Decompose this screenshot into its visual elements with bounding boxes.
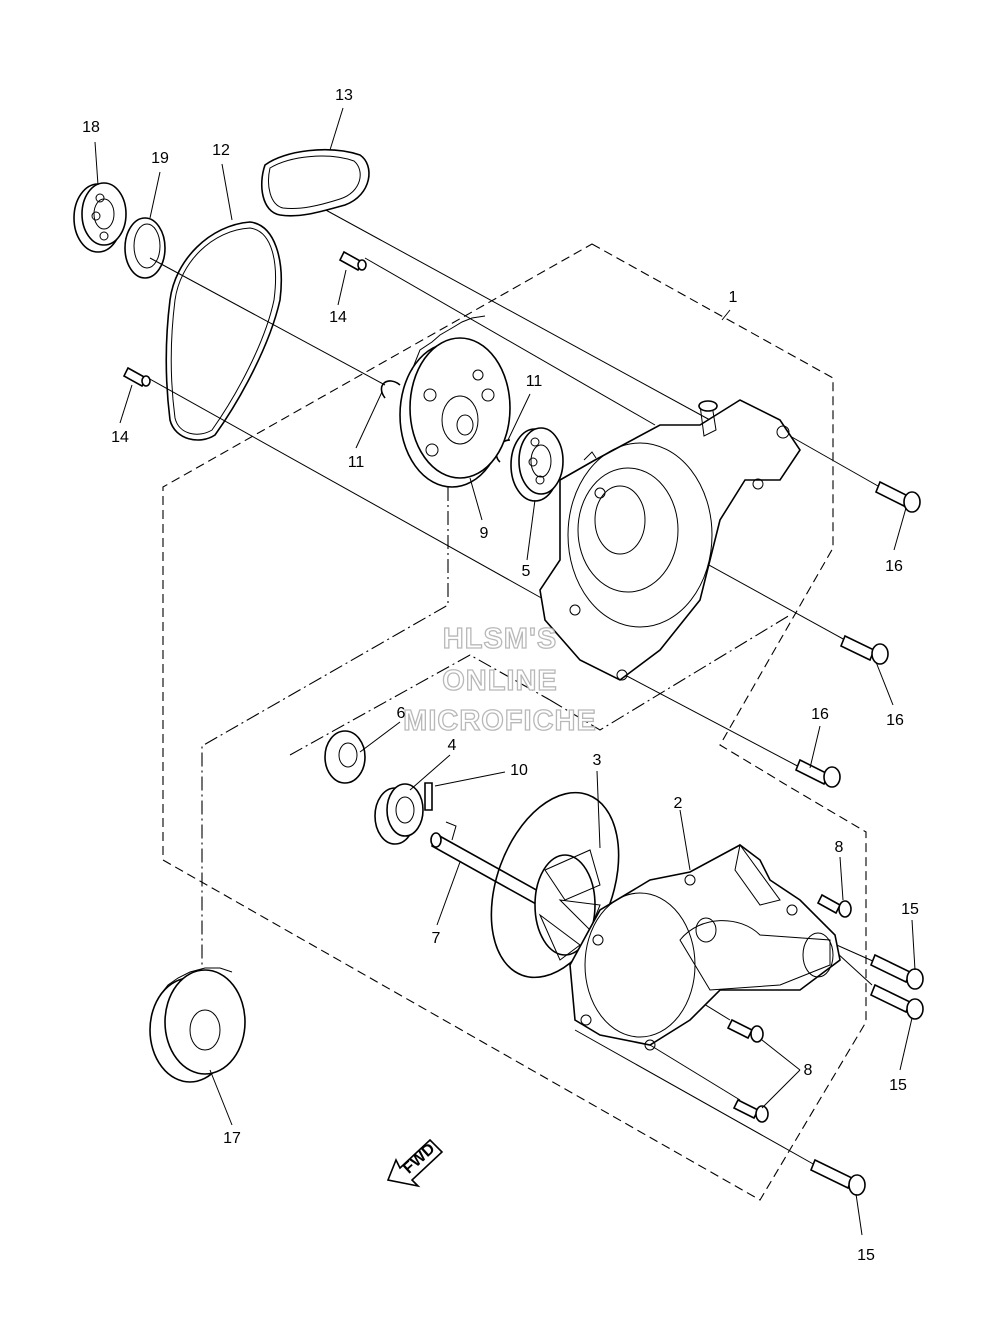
callout-1: 1: [729, 289, 738, 306]
gasket-13: [260, 149, 370, 217]
mechanical-seal-4: [374, 783, 424, 845]
watermark: HLSM'S ONLINE MICROFICHE: [403, 622, 597, 737]
callout-16a: 16: [885, 558, 903, 575]
callout-6: 6: [397, 705, 406, 722]
callout-16b: 16: [886, 712, 904, 729]
watermark-line-1: HLSM'S: [443, 623, 557, 655]
callout-15b: 15: [889, 1077, 907, 1094]
callout-7: 7: [432, 930, 441, 947]
callout-8b: 8: [804, 1062, 813, 1079]
oring-12: [165, 221, 283, 441]
callout-17: 17: [223, 1130, 241, 1147]
gear-9: [399, 315, 511, 488]
dowel-pin-14b: [122, 366, 151, 388]
leader-lines: [94, 107, 916, 1236]
dowel-pin-14a: [338, 250, 367, 272]
callout-9: 9: [480, 525, 489, 542]
screw-8c: [732, 1098, 769, 1123]
bolt-16a: [874, 480, 921, 513]
pump-cover-1: [539, 399, 801, 681]
pump-housing-2: [569, 843, 841, 1051]
callout-4: 4: [448, 737, 457, 754]
assembly-outline-1: [162, 243, 867, 1201]
bolt-16b: [839, 634, 889, 665]
watermark-line-2: ONLINE: [442, 665, 558, 697]
callout-10: 10: [510, 762, 528, 779]
bolt-15c: [809, 1158, 866, 1196]
pin-10: [424, 782, 433, 811]
callout-18: 18: [82, 119, 100, 136]
callout-2: 2: [674, 795, 683, 812]
callout-12: 12: [212, 142, 230, 159]
fwd-arrow-icon: FWD: [386, 1138, 444, 1188]
oil-seal-6: [324, 730, 366, 784]
bolt-16c: [794, 758, 841, 788]
callout-14a: 14: [329, 309, 347, 326]
screw-8b: [726, 1018, 764, 1043]
callout-3: 3: [593, 752, 602, 769]
callout-11b: 11: [526, 373, 543, 390]
circlip-11a: [380, 380, 401, 399]
bolt-15b: [869, 983, 924, 1020]
impeller-3: [534, 849, 601, 961]
bearing-5: [510, 427, 564, 502]
callout-11a: 11: [348, 454, 365, 471]
impeller-shaft-7: [430, 821, 541, 906]
bolt-15a: [869, 953, 924, 990]
bearing-18: [73, 182, 127, 253]
callout-13: 13: [335, 87, 353, 104]
screw-8a: [816, 893, 852, 918]
callout-14b: 14: [111, 429, 129, 446]
callout-5: 5: [522, 563, 531, 580]
gear-17: [149, 967, 246, 1083]
callout-15c: 15: [857, 1247, 875, 1264]
circlip-19: [124, 217, 166, 279]
watermark-line-3: MICROFICHE: [403, 705, 597, 737]
callout-labels: 1 2 3 4 5 6 7 8 8 9 10 11 11 12 13 14 14…: [82, 87, 919, 1264]
callout-16c: 16: [811, 706, 829, 723]
callout-15a: 15: [901, 901, 919, 918]
callout-19: 19: [151, 150, 169, 167]
callout-8a: 8: [835, 839, 844, 856]
